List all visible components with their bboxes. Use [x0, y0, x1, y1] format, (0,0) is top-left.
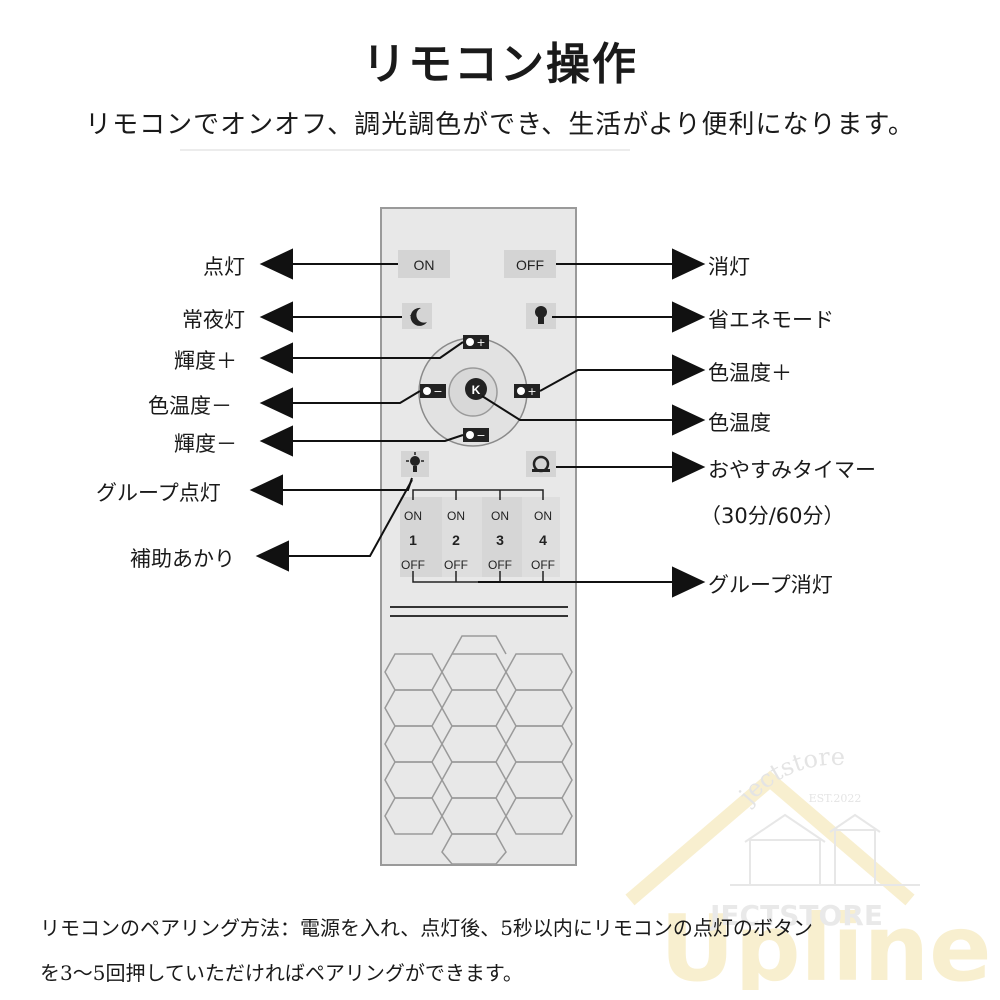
pairing-line-1: リモコンのペアリング方法：電源を入れ、点灯後、5秒以内にリモコンの点灯のボタン: [40, 916, 813, 940]
group-4-button[interactable]: [522, 497, 560, 577]
svg-text:ON: ON: [404, 509, 422, 523]
brightness-up-button[interactable]: +: [463, 335, 489, 349]
color-temp-down-button[interactable]: −: [420, 384, 446, 398]
sleep-timer-button[interactable]: [526, 451, 556, 477]
svg-text:+: +: [527, 385, 536, 398]
k-icon: [465, 378, 487, 400]
svg-text:−: −: [476, 429, 485, 442]
label-brightness-up: 輝度＋: [174, 349, 237, 373]
svg-text:OFF: OFF: [516, 257, 544, 273]
svg-text:ON: ON: [534, 509, 552, 523]
watermark-logo: Upline: [660, 895, 992, 990]
label-aux-light: 補助あかり: [130, 547, 235, 571]
pairing-instructions: リモコンのペアリング方法：電源を入れ、点灯後、5秒以内にリモコンの点灯のボタン …: [40, 906, 980, 996]
svg-text:+: +: [476, 336, 485, 349]
svg-text:4: 4: [539, 532, 547, 548]
svg-text:OFF: OFF: [401, 558, 425, 572]
night-light-button[interactable]: ★: [402, 303, 432, 329]
page-subtitle: リモコンでオンオフ、調光調色ができ、生活がより便利になります。: [85, 110, 915, 140]
group-buttons: ON ON ON ON 1 2 3 4 OFF OFF OFF OFF: [400, 489, 560, 583]
label-group-light-off: グループ消灯: [708, 573, 833, 597]
group-3-button[interactable]: [482, 497, 522, 577]
label-color-temp-down: 色温度－: [148, 394, 232, 418]
svg-text:1: 1: [409, 532, 417, 548]
watermark-est: EST.2022: [809, 792, 862, 805]
moon-icon: [410, 307, 427, 326]
color-temp-up-button[interactable]: +: [514, 384, 540, 398]
label-sleep-timer-detail: （30分/60分）: [700, 504, 845, 528]
on-button[interactable]: ON: [398, 250, 450, 278]
svg-text:OFF: OFF: [488, 558, 512, 572]
eco-mode-button[interactable]: [526, 303, 556, 329]
label-night-light: 常夜灯: [182, 308, 245, 332]
svg-text:★: ★: [409, 312, 417, 322]
label-color-temp-up: 色温度＋: [708, 361, 792, 385]
group-1-button[interactable]: [400, 497, 442, 577]
svg-text:OFF: OFF: [531, 558, 555, 572]
svg-text:3: 3: [496, 532, 504, 548]
label-light-on: 点灯: [203, 255, 245, 279]
watermark-overlay: JECTSTORE: [708, 899, 883, 932]
brightness-down-button[interactable]: −: [463, 428, 489, 442]
farm-icon: [730, 813, 920, 886]
label-color-temp: 色温度: [708, 411, 771, 435]
hex-pattern: [384, 635, 573, 865]
svg-text:2: 2: [452, 532, 460, 548]
svg-text:ON: ON: [414, 257, 435, 273]
svg-text:OFF: OFF: [444, 558, 468, 572]
callout-arrows: [249, 248, 706, 598]
off-button[interactable]: OFF: [504, 250, 556, 278]
store-watermark: jectstore EST.2022 Upline JECTSTORE: [625, 743, 992, 990]
pairing-line-2: を3～5回押していただければペアリングができます。: [40, 961, 523, 985]
svg-text:ON: ON: [447, 509, 465, 523]
bulb-icon: [535, 306, 547, 324]
label-light-off: 消灯: [708, 255, 750, 279]
label-brightness-down: 輝度－: [174, 432, 237, 456]
label-group-light-on: グループ点灯: [96, 481, 221, 505]
svg-text:−: −: [433, 385, 442, 398]
aux-light-button[interactable]: [401, 451, 429, 477]
group-2-button[interactable]: [442, 497, 482, 577]
svg-text:ON: ON: [491, 509, 509, 523]
page-title: リモコン操作: [362, 39, 638, 90]
label-eco-mode: 省エネモード: [708, 308, 834, 332]
sparkle-bulb-icon: [406, 452, 424, 472]
label-sleep-timer: おやすみタイマー: [708, 458, 876, 482]
svg-text:K: K: [472, 383, 481, 397]
